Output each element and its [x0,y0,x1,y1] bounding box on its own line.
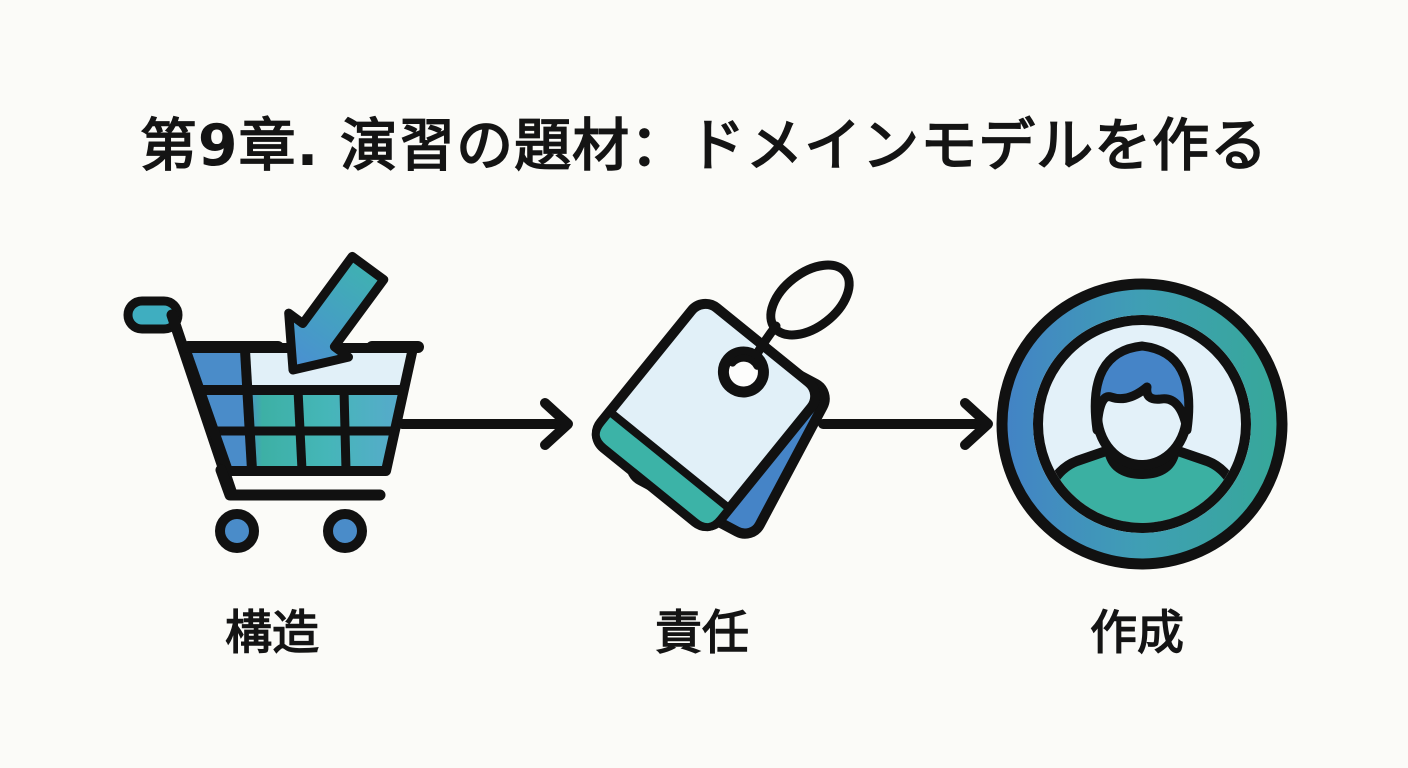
flow-arrow-icon [818,398,993,450]
step-label-structure: 構造 [225,606,319,661]
cart-handle-icon [123,296,183,334]
slide-title: 第9章. 演習の題材：ドメインモデルを作る [139,113,1269,179]
step-label-creation: 作成 [1090,606,1184,661]
cart-wheel-icon [323,509,367,553]
arrow-into-cart-icon [284,251,389,375]
person-avatar-icon [996,278,1288,570]
avatar-hair [1090,341,1194,435]
shopping-cart-icon [123,251,424,553]
price-tags-icon [591,260,854,539]
step-label-responsibility: 責任 [655,606,749,661]
flow-arrow-icon [397,398,573,450]
cart-wheel-icon [215,509,259,553]
